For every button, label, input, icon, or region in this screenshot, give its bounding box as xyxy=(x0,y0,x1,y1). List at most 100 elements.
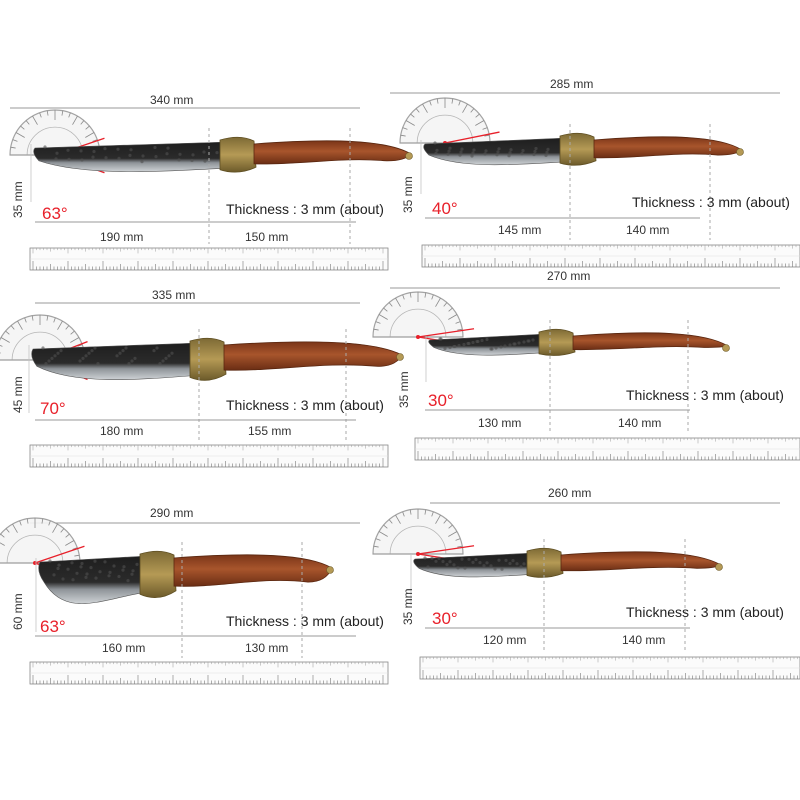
ruler-icon xyxy=(421,244,800,268)
protractor-tick xyxy=(424,292,427,298)
hammer-mark xyxy=(66,148,70,152)
hammer-mark xyxy=(133,356,137,360)
protractor-tick xyxy=(409,292,412,298)
blade xyxy=(38,555,149,604)
hammer-mark xyxy=(445,563,449,567)
hammer-mark xyxy=(484,149,488,153)
hammer-mark xyxy=(497,558,501,562)
handle-length-label: 130 mm xyxy=(245,641,289,655)
angle-line-upper xyxy=(444,131,500,144)
protractor-icon xyxy=(372,291,475,347)
protractor-tick xyxy=(455,321,461,324)
protractor-tick xyxy=(388,302,393,307)
protractor-inner-arc xyxy=(389,308,447,338)
thickness-label: Thickness : 3 mm (about) xyxy=(632,194,790,210)
protractor-tick xyxy=(443,302,448,307)
hammer-mark xyxy=(92,149,96,154)
protractor-tick xyxy=(72,547,78,550)
hammer-mark xyxy=(471,560,475,565)
protractor-tick xyxy=(457,545,463,548)
hammer-mark xyxy=(56,351,60,355)
hammer-mark xyxy=(96,362,100,366)
protractor-body xyxy=(0,517,81,564)
hammer-mark xyxy=(462,342,466,347)
ruler-icon xyxy=(29,444,389,468)
protractor-tick xyxy=(415,108,420,113)
protractor-inner-arc xyxy=(6,534,64,564)
protractor-tick xyxy=(70,330,75,335)
total-length-label: 335 mm xyxy=(152,288,196,302)
hammer-mark xyxy=(164,356,168,360)
hammer-mark xyxy=(480,338,484,343)
hammer-mark xyxy=(117,574,121,579)
hammer-mark xyxy=(91,155,95,159)
hammer-mark xyxy=(463,566,467,570)
hammer-mark xyxy=(508,151,512,155)
protractor-tick xyxy=(482,127,488,130)
blade-length-label: 130 mm xyxy=(478,416,522,430)
thickness-label: Thickness : 3 mm (about) xyxy=(626,387,784,403)
edge-angle-label: 30° xyxy=(428,391,454,410)
blade xyxy=(423,137,569,166)
ruler-icon xyxy=(29,247,389,271)
hammer-mark xyxy=(107,574,111,578)
hammer-mark xyxy=(84,354,88,358)
protractor-tick xyxy=(12,139,18,142)
blade-width-label: 35 mm xyxy=(401,588,415,625)
protractor-tick xyxy=(443,519,448,524)
hammer-mark xyxy=(130,359,134,363)
hammer-mark xyxy=(503,344,507,348)
angle-line-upper xyxy=(417,328,475,338)
protractor-tick xyxy=(52,523,58,533)
hammer-mark xyxy=(167,354,171,358)
protractor-tick xyxy=(395,514,401,524)
angle-line-upper xyxy=(34,545,85,564)
hammer-mark xyxy=(532,152,536,157)
hammer-mark xyxy=(67,157,71,161)
angle-vertex xyxy=(416,335,420,339)
protractor-tick xyxy=(85,132,95,138)
blade-width-label: 35 mm xyxy=(397,371,411,408)
hammer-mark xyxy=(56,566,60,571)
hammer-mark xyxy=(508,561,512,566)
hammer-mark xyxy=(103,560,107,564)
protractor-icon xyxy=(0,517,85,582)
hammer-mark xyxy=(55,151,59,155)
blade xyxy=(31,342,199,380)
knife-illustration xyxy=(31,337,404,381)
hammer-mark xyxy=(482,564,486,568)
protractor-tick xyxy=(60,528,65,533)
handle-length-label: 140 mm xyxy=(622,633,666,647)
total-length-label: 260 mm xyxy=(548,486,592,500)
handle-length-label: 140 mm xyxy=(626,223,670,237)
protractor-tick xyxy=(25,120,30,125)
hammer-mark xyxy=(112,564,116,568)
blade-length-label: 145 mm xyxy=(498,223,542,237)
hammer-mark xyxy=(81,356,85,360)
hammer-mark xyxy=(141,154,145,158)
hammer-mark xyxy=(485,561,489,565)
handle xyxy=(223,341,403,371)
edge-angle-label: 30° xyxy=(432,609,458,628)
hammer-mark xyxy=(437,556,441,561)
hammer-mark xyxy=(531,338,535,342)
protractor-inner-arc xyxy=(416,114,474,144)
hammer-mark xyxy=(155,346,159,350)
hammer-mark xyxy=(460,147,464,151)
thickness-label: Thickness : 3 mm (about) xyxy=(226,613,384,629)
protractor-tick xyxy=(435,514,441,524)
protractor-tick xyxy=(402,127,408,130)
total-length-label: 285 mm xyxy=(550,77,594,91)
protractor-tick xyxy=(448,531,458,537)
protractor-tick xyxy=(462,103,468,113)
blade-length-label: 180 mm xyxy=(100,424,144,438)
thickness-label: Thickness : 3 mm (about) xyxy=(226,201,384,217)
protractor-tick xyxy=(410,113,415,118)
hammer-mark xyxy=(190,158,194,163)
hammer-mark xyxy=(546,147,550,151)
protractor-tick xyxy=(19,520,22,526)
hammer-mark xyxy=(426,565,430,569)
hammer-mark xyxy=(519,565,523,569)
protractor-tick xyxy=(402,294,405,300)
hammer-mark xyxy=(453,344,457,349)
